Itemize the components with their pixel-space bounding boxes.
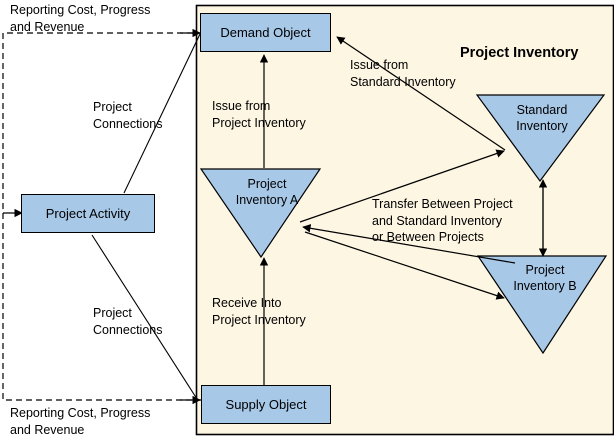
edge-label-issue-from-project-inventory: Issue from Project Inventory [212,99,306,130]
standard-inventory-triangle [475,94,606,183]
node-supply-object-label: Supply Object [225,397,307,412]
edge-label-receive-into-project-inventory: Receive Into Project Inventory [212,296,306,327]
outer-label-reporting-top: Reporting Cost, Progress and Revenue [10,3,151,34]
reporting-boundary-dashed [2,32,203,401]
arrow-issue-from-standard-inventory [336,36,506,151]
panel-title: Project Inventory [460,45,579,61]
outer-label-reporting-bottom: Reporting Cost, Progress and Revenue [10,406,151,437]
node-project-activity-label: Project Activity [45,206,131,221]
node-demand-object-label: Demand Object [220,25,311,40]
edge-label-transfer-between: Transfer Between Project and Standard In… [372,197,513,244]
edge-label-project-connections-top: Project Connections [93,100,163,131]
arrow-transfer-b-to-a [302,224,516,264]
node-project-activity[interactable]: Project Activity [21,194,155,233]
node-demand-object[interactable]: Demand Object [200,13,331,52]
line-project-connections-top [123,33,201,194]
node-supply-object[interactable]: Supply Object [201,385,331,424]
project-inventory-a-triangle [199,168,322,259]
line-project-connections-bottom [91,234,198,400]
edge-label-project-connections-bottom: Project Connections [93,306,163,337]
arrow-transfer-a-to-standard [299,149,505,223]
arrow-transfer-a-to-b [304,231,505,300]
edge-label-issue-from-standard-inventory: Issue from Standard Inventory [350,58,456,89]
